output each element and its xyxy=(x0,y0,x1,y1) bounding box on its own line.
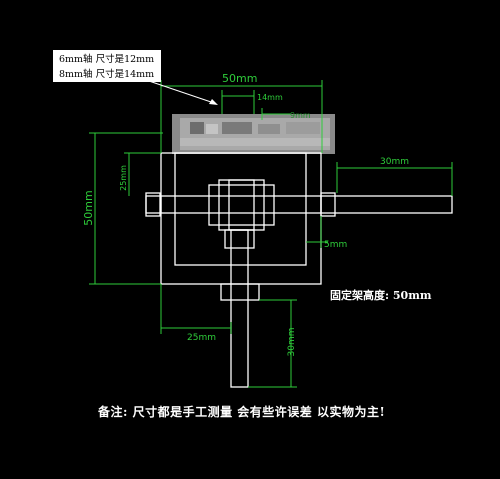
blurred-plate xyxy=(172,114,335,154)
frame-outline xyxy=(160,152,322,285)
dim-top-width: 50mm xyxy=(222,72,257,85)
dim-left-25: 25mm xyxy=(119,165,128,191)
dim-bottom-30: 30mm xyxy=(287,328,297,357)
dim-right-30: 30mm xyxy=(380,157,409,167)
annotation-line-8mm: 8mm轴 尺寸是14mm xyxy=(59,69,155,80)
dim-right-5: 5mm xyxy=(324,240,347,250)
measurement-note: 备注: 尺寸都是手工测量 会有些许误差 以实物为主! xyxy=(98,405,386,419)
bracket-height-label: 固定架高度: 50mm xyxy=(330,289,432,302)
annotation-line-6mm: 6mm轴 尺寸是12mm xyxy=(59,54,155,65)
annotation-leader xyxy=(145,79,218,105)
dimension-lines xyxy=(89,80,453,388)
dim-bottom-25: 25mm xyxy=(187,333,216,343)
dim-shaft-14: 14mm xyxy=(257,93,283,102)
dim-left-50: 50mm xyxy=(82,190,95,225)
shaft-size-annotation: 6mm轴 尺寸是12mm 8mm轴 尺寸是14mm xyxy=(53,50,161,82)
horizontal-shaft xyxy=(145,192,453,217)
dimension-labels: 50mm 14mm 9mm 25mm 50mm 30mm 5mm 25mm 30… xyxy=(82,72,409,357)
vertical-shaft xyxy=(220,229,260,388)
gear-block xyxy=(208,179,275,249)
dim-shaft-9: 9mm xyxy=(290,111,311,120)
